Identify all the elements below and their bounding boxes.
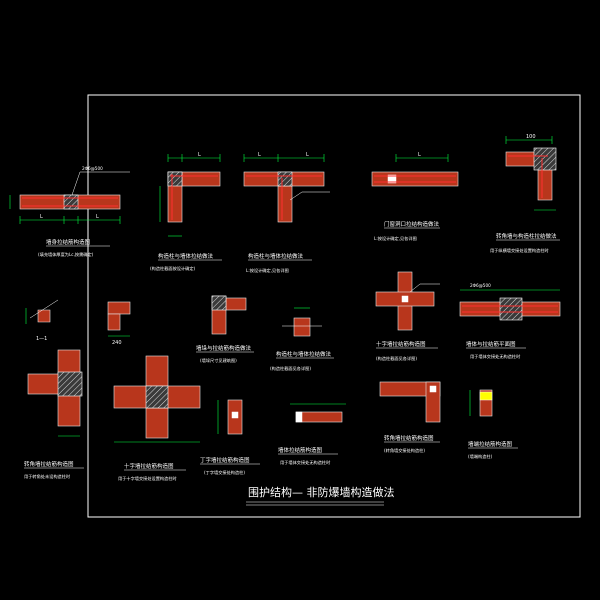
dim-label: 240: [112, 340, 122, 346]
detail-note: (转角墙交接处构造柱): [384, 447, 425, 454]
detail-caption: 墙端拉结筋构造图: [468, 440, 513, 448]
detail-corner-hatched: 100 转角墙与构造柱拉结做法 用于纵横墙交接处设置构造柱时: [490, 134, 560, 254]
column-section: [429, 385, 437, 393]
detail-caption: 墙垛与拉结筋构造做法: [196, 344, 252, 352]
dim-label: L: [258, 152, 261, 158]
detail-t-vertical: 丁字墙拉结筋构造图 (丁字墙交接处构造柱): [200, 399, 260, 476]
column-section: [231, 411, 239, 419]
detail-end-right: 墙端拉结筋构造图 (墙端构造柱): [468, 389, 518, 460]
detail-cross-large: 十字墙拉结筋构造图 用于十字墙交接处设置构造柱时: [113, 355, 201, 482]
wall-block: [293, 317, 311, 337]
detail-note: (填充墙体厚度为Lc,按需确定): [38, 251, 94, 258]
detail-note: (墙端构造柱): [468, 453, 493, 460]
section-label: 1—1: [36, 336, 47, 342]
detail-note: (构造柱截面见各详图): [270, 365, 311, 372]
column-section: [499, 297, 523, 321]
detail-pier: 构造柱与墙体拉结做法 (构造柱截面见各详图): [270, 307, 334, 372]
rebar-callout: 2Φ6@500: [82, 166, 103, 171]
detail-corner-column: L 构造柱与墙体拉结做法 (构造柱截面按设计确定): [150, 152, 222, 272]
detail-caption: 构造柱与墙体拉结做法: [248, 252, 304, 260]
column-section: [145, 385, 169, 409]
detail-caption: 门窗洞口拉结构造做法: [384, 220, 440, 228]
detail-caption: 十字墙拉结筋构造图: [124, 462, 174, 470]
detail-t-wall: L L 构造柱与墙体拉结做法 L:按设计确定,见各详图: [243, 152, 330, 274]
detail-note: (丁字墙交接处构造柱): [204, 469, 245, 476]
detail-note: 用于墙体交接处无构造柱时: [280, 459, 331, 466]
detail-caption: 转角墙拉结筋构造图: [384, 434, 434, 442]
detail-caption: 墙身拉结筋构造图: [46, 238, 91, 246]
detail-caption: 十字墙拉结筋构造图: [376, 340, 426, 348]
wall-block: [277, 185, 293, 223]
detail-t-column: 墙垛与拉结筋构造做法 (墙垛尺寸见建筑图): [196, 295, 254, 364]
wall-block: [37, 309, 51, 323]
detail-caption: 墙体拉结筋构造图: [278, 446, 323, 454]
column-section: [277, 171, 293, 187]
detail-cross-wall: 十字墙拉结筋构造图 (构造柱截面见各详图): [375, 271, 440, 362]
wall-block: [295, 411, 343, 423]
detail-note: 用于转角处未设构造柱时: [24, 473, 71, 480]
detail-caption: 转角墙与构造柱拉结做法: [496, 232, 557, 240]
dim-label: L: [418, 152, 421, 158]
detail-caption: 丁字墙拉结筋构造图: [200, 456, 250, 464]
column-section: [479, 391, 493, 401]
column-section: [211, 295, 227, 311]
detail-note: L:按设计确定,见各详图: [374, 235, 417, 242]
dim-label: L: [306, 152, 309, 158]
detail-section: 1—1: [25, 299, 59, 342]
detail-caption: 构造柱与墙体拉结做法: [158, 252, 214, 260]
column-section: [295, 411, 303, 423]
dim-label: L: [40, 214, 43, 220]
detail-note: 用于墙体交接处无构造柱时: [470, 353, 521, 360]
wall-block: [107, 313, 121, 331]
detail-note: (构造柱截面见各详图): [376, 355, 417, 362]
detail-end-column: 240: [107, 301, 131, 346]
detail-note: 用于十字墙交接处设置构造柱时: [118, 475, 177, 482]
detail-caption: 墙体与拉结筋平面图: [466, 340, 516, 348]
sheet-title: 围护结构— 非防爆墙构造做法: [248, 485, 395, 499]
column-section: [401, 295, 409, 303]
column-section: [57, 371, 83, 397]
detail-wall-hatched: 2Φ6@500 墙体与拉结筋平面图 用于墙体交接处无构造柱时: [459, 283, 561, 360]
detail-straight-wall: L L 2Φ6@500 墙身拉结筋构造图 (填充墙体厚度为Lc,按需确定): [9, 166, 130, 258]
detail-note: L:按设计确定,见各详图: [246, 267, 289, 274]
detail-corner-left: 转角墙拉结筋构造图 用于转角处未设构造柱时: [24, 349, 84, 480]
dim-label: L: [96, 214, 99, 220]
wall-block: [425, 381, 441, 423]
dim-label: L: [198, 152, 201, 158]
wall-block: [371, 171, 459, 187]
column-section: [387, 174, 397, 184]
detail-l-bottom: 转角墙拉结筋构造图 (转角墙交接处构造柱): [379, 381, 441, 454]
detail-note: (构造柱截面按设计确定): [150, 265, 196, 272]
dim-label: 100: [526, 134, 536, 140]
detail-caption: 构造柱与墙体拉结做法: [276, 350, 332, 358]
column-section: [533, 147, 557, 171]
column-section: [63, 194, 79, 210]
detail-wall-opening: L 门窗洞口拉结构造做法 L:按设计确定,见各详图: [371, 152, 459, 242]
drawing-border: [87, 94, 581, 518]
detail-note: 用于纵横墙交接处设置构造柱时: [490, 247, 549, 254]
wall-block: [107, 301, 131, 315]
detail-note: (墙垛尺寸见建筑图): [200, 357, 237, 364]
column-section: [167, 171, 183, 187]
detail-caption: 转角墙拉结筋构造图: [24, 460, 74, 468]
rebar-callout: 2Φ6@500: [470, 283, 491, 288]
detail-wall-dims: 墙体拉结筋构造图 用于墙体交接处无构造柱时: [278, 403, 346, 466]
wall-block: [225, 297, 247, 311]
